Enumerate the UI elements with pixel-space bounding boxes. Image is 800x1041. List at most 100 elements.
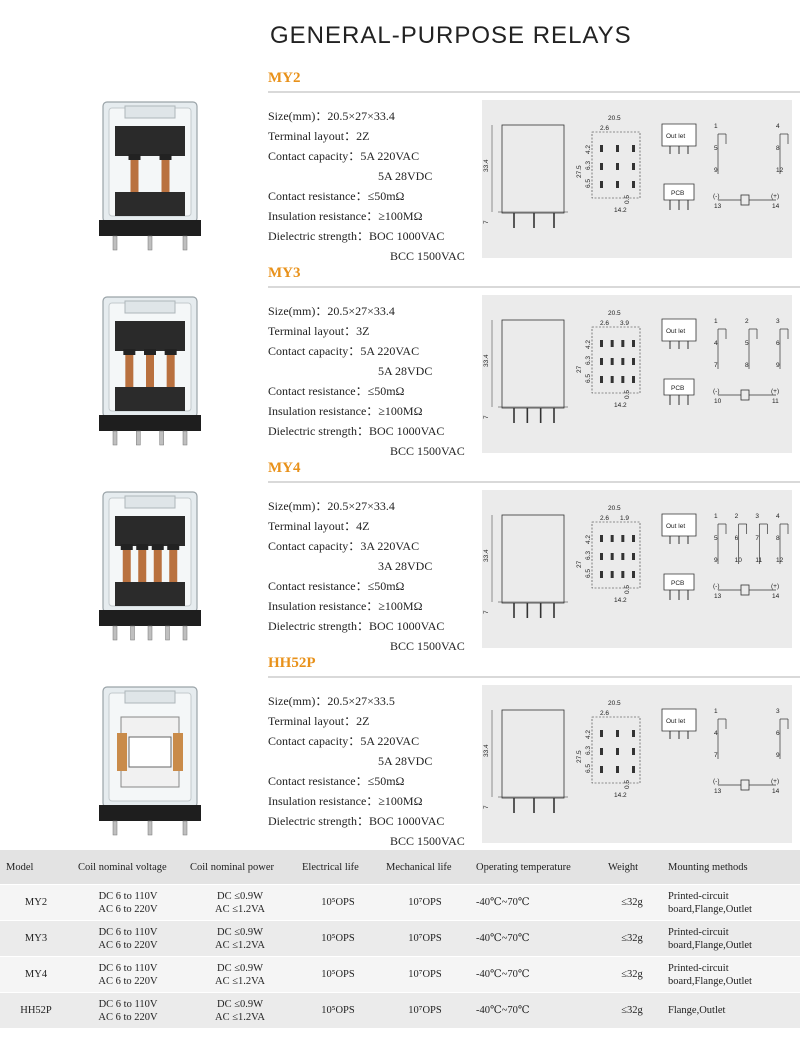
- cell-weight: ≤32g: [602, 992, 662, 1029]
- terminal-label: 1: [714, 123, 718, 130]
- coil-plus: (+): [771, 583, 779, 590]
- spec-dielectric-2: BCC 1500VAC: [390, 834, 465, 848]
- terminal-label: 7: [714, 362, 718, 369]
- dim-c1: 6.5: [585, 569, 592, 578]
- relay-photo: [95, 287, 205, 452]
- terminal-label: 3: [755, 513, 759, 520]
- spec-dielectric-2: BCC 1500VAC: [390, 444, 465, 458]
- spec-dielectric: Dielectric strength：BOC 1000VAC: [268, 619, 445, 633]
- col-coil-power: Coil nominal power: [184, 850, 296, 885]
- dim-pin: 7: [483, 610, 490, 614]
- dim-c1: 6.5: [585, 179, 592, 188]
- spec-contact-resistance: Contact resistance：≤50mΩ: [268, 579, 405, 593]
- terminal-label: 6: [776, 730, 780, 737]
- relay-photo: [95, 482, 205, 647]
- cell-electrical-life: 10⁵OPS: [296, 956, 380, 993]
- spec-dielectric: Dielectric strength：BOC 1000VAC: [268, 814, 445, 828]
- pcb-label: PCB: [671, 190, 684, 197]
- coil-minus: (-): [713, 193, 720, 200]
- terminal-label: 10: [735, 557, 743, 564]
- outlet-label: Out let: [666, 133, 685, 140]
- section-divider: [268, 91, 800, 93]
- dim-pitch-top: 2.6: [600, 320, 609, 327]
- dim-thickness: 0.5: [624, 390, 631, 399]
- col-weight: Weight: [602, 850, 662, 885]
- spec-contact-capacity: Contact capacity：5A 220VAC: [268, 149, 420, 163]
- terminal-label: 9: [714, 167, 718, 174]
- cell-model: HH52P: [0, 992, 72, 1029]
- cell-operating-temp: -40℃~70℃: [470, 992, 602, 1029]
- spec-contact-resistance: Contact resistance：≤50mΩ: [268, 384, 405, 398]
- dim-c2: 6.3: [585, 356, 592, 365]
- coil-plus: (+): [771, 388, 779, 395]
- cell-weight: ≤32g: [602, 884, 662, 921]
- terminal-label: 9: [714, 557, 718, 564]
- dim-width: 20.5: [608, 700, 621, 707]
- spec-insulation: Insulation resistance：≥100MΩ: [268, 599, 423, 613]
- spec-size: Size(mm)：20.5×27×33.4: [268, 499, 395, 513]
- product-model-name: HH52P: [268, 655, 316, 671]
- spec-terminal: Terminal layout：3Z: [268, 324, 370, 338]
- terminal-label: 12: [776, 557, 784, 564]
- cell-mechanical-life: 10⁷OPS: [380, 992, 470, 1029]
- outlet-label: Out let: [666, 718, 685, 725]
- spec-insulation: Insulation resistance：≥100MΩ: [268, 794, 423, 808]
- section-divider: [268, 676, 800, 678]
- dim-pitch-top: 2.6: [600, 125, 609, 132]
- terminal-label: 7: [755, 535, 759, 542]
- cell-weight: ≤32g: [602, 956, 662, 993]
- terminal-label: 4: [714, 730, 718, 737]
- section-divider: [268, 286, 800, 288]
- col-operating-temp: Operating temperature: [470, 850, 602, 885]
- col-mechanical-life: Mechanical life: [380, 850, 470, 885]
- terminal-label: 4: [714, 340, 718, 347]
- coil-minus: (-): [713, 388, 720, 395]
- relay-photo: [95, 677, 205, 842]
- spec-dielectric: Dielectric strength：BOC 1000VAC: [268, 424, 445, 438]
- terminal-label: 14: [772, 203, 780, 210]
- dim-pitch: 14.2: [614, 402, 627, 409]
- spec-contact-capacity-2: 5A 28VDC: [378, 364, 433, 378]
- dim-pin: 7: [483, 415, 490, 419]
- cell-mechanical-life: 10⁷OPS: [380, 884, 470, 921]
- terminal-label: 6: [735, 535, 739, 542]
- col-model: Model: [0, 850, 72, 885]
- cell-mechanical-life: 10⁷OPS: [380, 920, 470, 957]
- spec-terminal: Terminal layout：2Z: [268, 714, 370, 728]
- terminal-label: 13: [714, 593, 722, 600]
- coil-plus: (+): [771, 193, 779, 200]
- cell-mounting: Printed-circuit board,Flange,Outlet: [662, 920, 800, 957]
- terminal-label: 14: [772, 593, 780, 600]
- spec-contact-capacity-2: 5A 28VDC: [378, 754, 433, 768]
- dim-height-2: 27: [576, 365, 583, 373]
- cell-operating-temp: -40℃~70℃: [470, 956, 602, 993]
- cell-mounting: Printed-circuit board,Flange,Outlet: [662, 884, 800, 921]
- cell-model: MY3: [0, 920, 72, 957]
- terminal-label: 5: [745, 340, 749, 347]
- spec-dielectric: Dielectric strength：BOC 1000VAC: [268, 229, 445, 243]
- cell-model: MY4: [0, 956, 72, 993]
- cell-model: MY2: [0, 884, 72, 921]
- spec-contact-capacity: Contact capacity：5A 220VAC: [268, 344, 420, 358]
- terminal-label: 12: [776, 167, 784, 174]
- spec-insulation: Insulation resistance：≥100MΩ: [268, 404, 423, 418]
- product-model-name: MY4: [268, 460, 301, 476]
- coil-plus: (+): [771, 778, 779, 785]
- spec-contact-capacity: Contact capacity：5A 220VAC: [268, 734, 420, 748]
- terminal-label: 14: [772, 788, 780, 795]
